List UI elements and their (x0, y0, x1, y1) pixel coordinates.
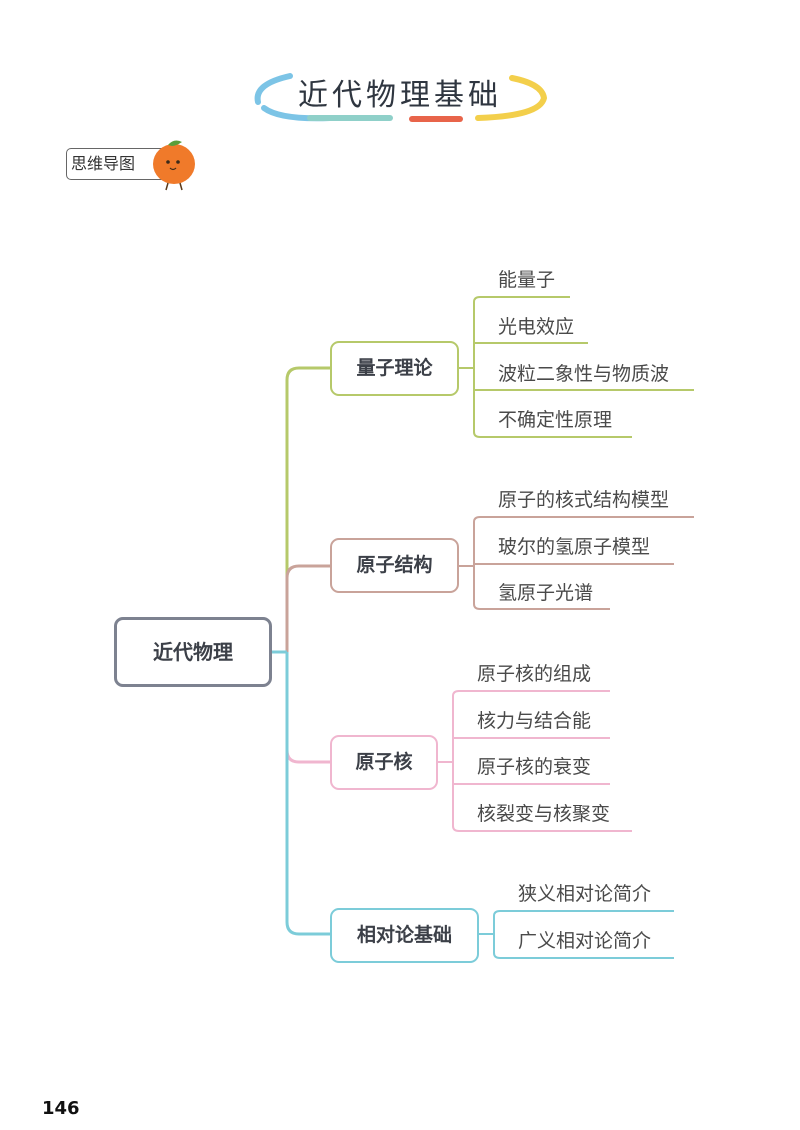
leaf-photoelectric-effect: 光电效应 (498, 316, 575, 338)
leaf-fission-fusion: 核裂变与核聚变 (477, 803, 611, 825)
leaf-bohr-model: 玻尔的氢原子模型 (498, 536, 651, 558)
leaf-general-relativity: 广义相对论简介 (518, 930, 652, 952)
orange-mascot-icon (153, 140, 195, 191)
leaf-wave-particle-duality: 波粒二象性与物质波 (498, 363, 670, 385)
branch-atomic-structure: 原子结构 (330, 538, 459, 593)
leaf-uncertainty-principle: 不确定性原理 (498, 409, 613, 431)
leaf-energy-quantum: 能量子 (498, 269, 556, 291)
leaf-binding-energy: 核力与结合能 (477, 710, 592, 732)
page-number: 146 (42, 1098, 80, 1119)
branch-relativity: 相对论基础 (330, 908, 479, 963)
leaf-nuclear-decay: 原子核的衰变 (477, 756, 592, 778)
mind-map-tag: 思维导图 (66, 148, 170, 180)
leaf-nucleus-composition: 原子核的组成 (477, 663, 592, 685)
title-banner: 近代物理基础 (250, 62, 550, 132)
title-decoration (254, 73, 548, 122)
page-title: 近代物理基础 (298, 78, 502, 113)
root-node: 近代物理 (114, 617, 272, 687)
branch-quantum-theory: 量子理论 (330, 341, 459, 396)
leaf-hydrogen-spectrum: 氢原子光谱 (498, 582, 594, 604)
branch-nucleus: 原子核 (330, 735, 438, 790)
leaf-special-relativity: 狭义相对论简介 (518, 883, 652, 905)
leaf-nuclear-model: 原子的核式结构模型 (498, 489, 670, 511)
